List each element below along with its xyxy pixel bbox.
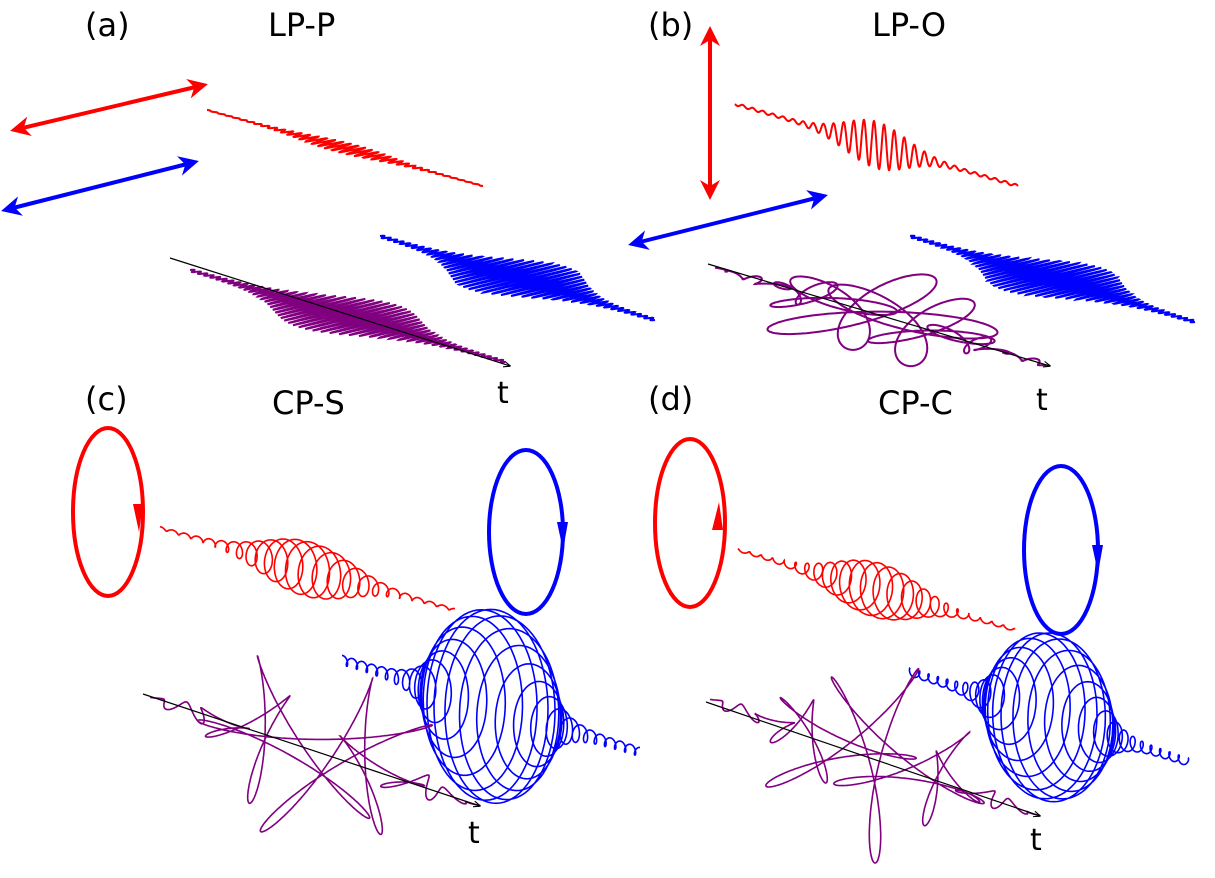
time-axis (169, 257, 510, 366)
time-axis (707, 263, 1050, 366)
blue-pulse-wave (909, 234, 1196, 324)
red-circular-polarization-icon (71, 426, 145, 598)
red-polarization-arrow (10, 78, 208, 137)
panel-d-title: CP-C (878, 384, 953, 422)
panel-a: (a) LP-P t (1, 6, 656, 411)
panel-b-title: LP-O (872, 6, 946, 44)
red-pulse-wave (206, 109, 484, 187)
panel-a-title: LP-P (268, 6, 335, 44)
panel-b: (b) LP-O t (628, 6, 1196, 418)
blue-helical-pulse (908, 632, 1190, 803)
panel-a-label: (a) (85, 6, 130, 44)
red-pulse-wave (734, 103, 1019, 187)
combined-field-loops (150, 655, 481, 836)
panel-b-label: (b) (648, 6, 693, 44)
panel-c-title: CP-S (272, 384, 345, 422)
red-helical-pulse (159, 525, 455, 611)
blue-circular-polarization-icon (487, 448, 568, 616)
blue-polarization-arrow (1, 156, 199, 216)
combined-field-wave (714, 266, 1050, 368)
time-axis-label: t (1036, 383, 1048, 418)
blue-pulse-wave (379, 234, 656, 322)
blue-polarization-arrow (628, 190, 828, 250)
time-axis-label: t (1030, 823, 1042, 858)
time-axis-label: t (468, 816, 480, 851)
red-helical-pulse (737, 548, 1016, 631)
combined-field-loops (709, 667, 1040, 864)
time-axis-label: t (497, 376, 509, 411)
combined-field-wave (189, 268, 506, 364)
time-axis (142, 693, 480, 806)
panel-c-label: (c) (85, 380, 128, 418)
blue-circular-polarization-icon (1022, 464, 1103, 636)
panel-c: (c) CP-S t (71, 380, 640, 851)
panel-d: (d) CP-C t (648, 380, 1190, 864)
time-axis (705, 701, 1040, 816)
panel-d-label: (d) (648, 380, 693, 418)
red-circular-polarization-icon (653, 437, 727, 609)
blue-helical-pulse (342, 608, 640, 805)
